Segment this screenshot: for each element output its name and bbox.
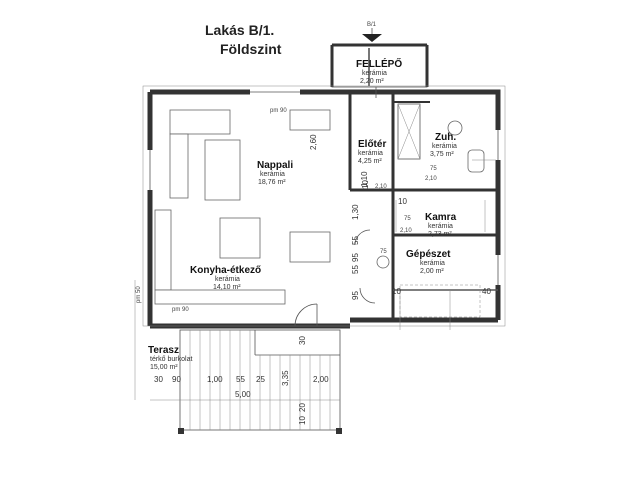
label-25: 25: [256, 375, 265, 384]
kamra-door-arc: [354, 229, 371, 246]
dining-table: [289, 231, 331, 263]
label-30: 30: [154, 375, 163, 384]
label-200: 2,00: [313, 375, 329, 384]
label-95a: 95: [351, 253, 360, 262]
fellepo-door-frame: [368, 48, 370, 86]
terrace-post-2: [336, 428, 342, 434]
gepeszet-door-arc: [359, 287, 376, 304]
plan-title: Lakás B/1.: [205, 22, 274, 38]
label-30b: 30: [298, 336, 307, 345]
toilet: [467, 149, 485, 173]
kitchen-counter-bottom: [154, 289, 286, 305]
label-260: 2,60: [309, 134, 318, 150]
room-eloter-material: kerámia: [358, 150, 383, 157]
room-fellepo-name: FELLÉPŐ: [356, 57, 402, 70]
room-kamra-material: kerámia: [428, 223, 453, 230]
room-nappali-area: 18,76 m²: [258, 179, 286, 186]
room-gepeszet-material: kerámia: [420, 260, 445, 267]
room-nappali-name: Nappali: [257, 160, 293, 171]
room-terasz-name: Terasz: [148, 345, 179, 356]
section-marker-label: B/1: [367, 22, 377, 28]
kitchen-counter-left: [154, 209, 172, 291]
label-20: 20: [298, 403, 307, 412]
label-100: 1,00: [207, 375, 223, 384]
room-eloter-area: 4,25 m²: [358, 158, 382, 165]
room-gepeszet-name: Gépészet: [406, 249, 451, 260]
room-kamra-name: Kamra: [425, 212, 457, 223]
label-110: 1,10: [360, 171, 369, 187]
kitchen-island: [219, 217, 261, 259]
room-konyha-area: 14,10 m²: [213, 284, 241, 291]
terrace-planks: [189, 330, 331, 430]
label-75b: 75: [404, 216, 411, 222]
label-90: 90: [172, 375, 181, 384]
label-210c: 2,10: [375, 184, 387, 190]
label-10b: 10: [392, 287, 401, 296]
room-fellepo-area: 2,20 m²: [360, 78, 384, 85]
label-75c: 75: [380, 249, 387, 255]
room-terasz-material: térkő burkolat: [150, 356, 192, 363]
label-10a: 10: [361, 180, 370, 189]
shower-tray: [397, 103, 421, 160]
room-konyha-material: kerámia: [215, 276, 240, 283]
terrace-door-arc-1: [294, 303, 318, 327]
room-konyha-name: Konyha-étkező: [190, 265, 261, 276]
label-210b: 2,10: [400, 228, 412, 234]
label-500: 5,00: [235, 390, 251, 399]
room-zuhany-material: kerámia: [432, 143, 457, 150]
shower-cross-2: [397, 103, 421, 160]
tv-cabinet: [289, 109, 331, 131]
terrace-post-1: [178, 428, 184, 434]
label-55b: 55: [351, 265, 360, 274]
room-nappali-material: kerámia: [260, 171, 285, 178]
label-10d: 10: [298, 416, 307, 425]
room-fellepo-material: kerámia: [362, 70, 387, 77]
room-gepeszet-area: 2,00 m²: [420, 268, 444, 275]
washbasin: [447, 120, 463, 136]
coffee-table: [204, 139, 241, 201]
sofa-side: [169, 133, 189, 199]
label-75a: 75: [430, 166, 437, 172]
plan-subtitle: Földszint: [220, 41, 282, 57]
room-eloter-name: Előtér: [358, 139, 386, 150]
room-terasz-area: 15,00 m²: [150, 364, 178, 371]
label-pm90-left: pm 90: [172, 307, 189, 313]
label-335: 3,35: [281, 370, 290, 386]
outer-hatch-line: [142, 85, 506, 327]
label-210a: 2,10: [425, 176, 437, 182]
label-40: 40: [482, 287, 491, 296]
room-zuhany-area: 3,75 m²: [430, 151, 454, 158]
label-130: 1,30: [351, 204, 360, 220]
label-95b: 95: [351, 291, 360, 300]
label-pm90-top: pm 90: [270, 108, 287, 114]
label-10c: 10: [398, 197, 407, 206]
label-55c: 55: [236, 375, 245, 384]
room-kamra-area: 2,73 m²: [428, 231, 452, 238]
label-pm50: pm 50: [136, 286, 142, 303]
sofa: [169, 109, 231, 135]
section-marker-icon: [362, 34, 382, 42]
boiler-icon: [376, 255, 390, 269]
room-zuhany-name: Zuh.: [435, 132, 456, 143]
label-55a: 55: [351, 236, 360, 245]
